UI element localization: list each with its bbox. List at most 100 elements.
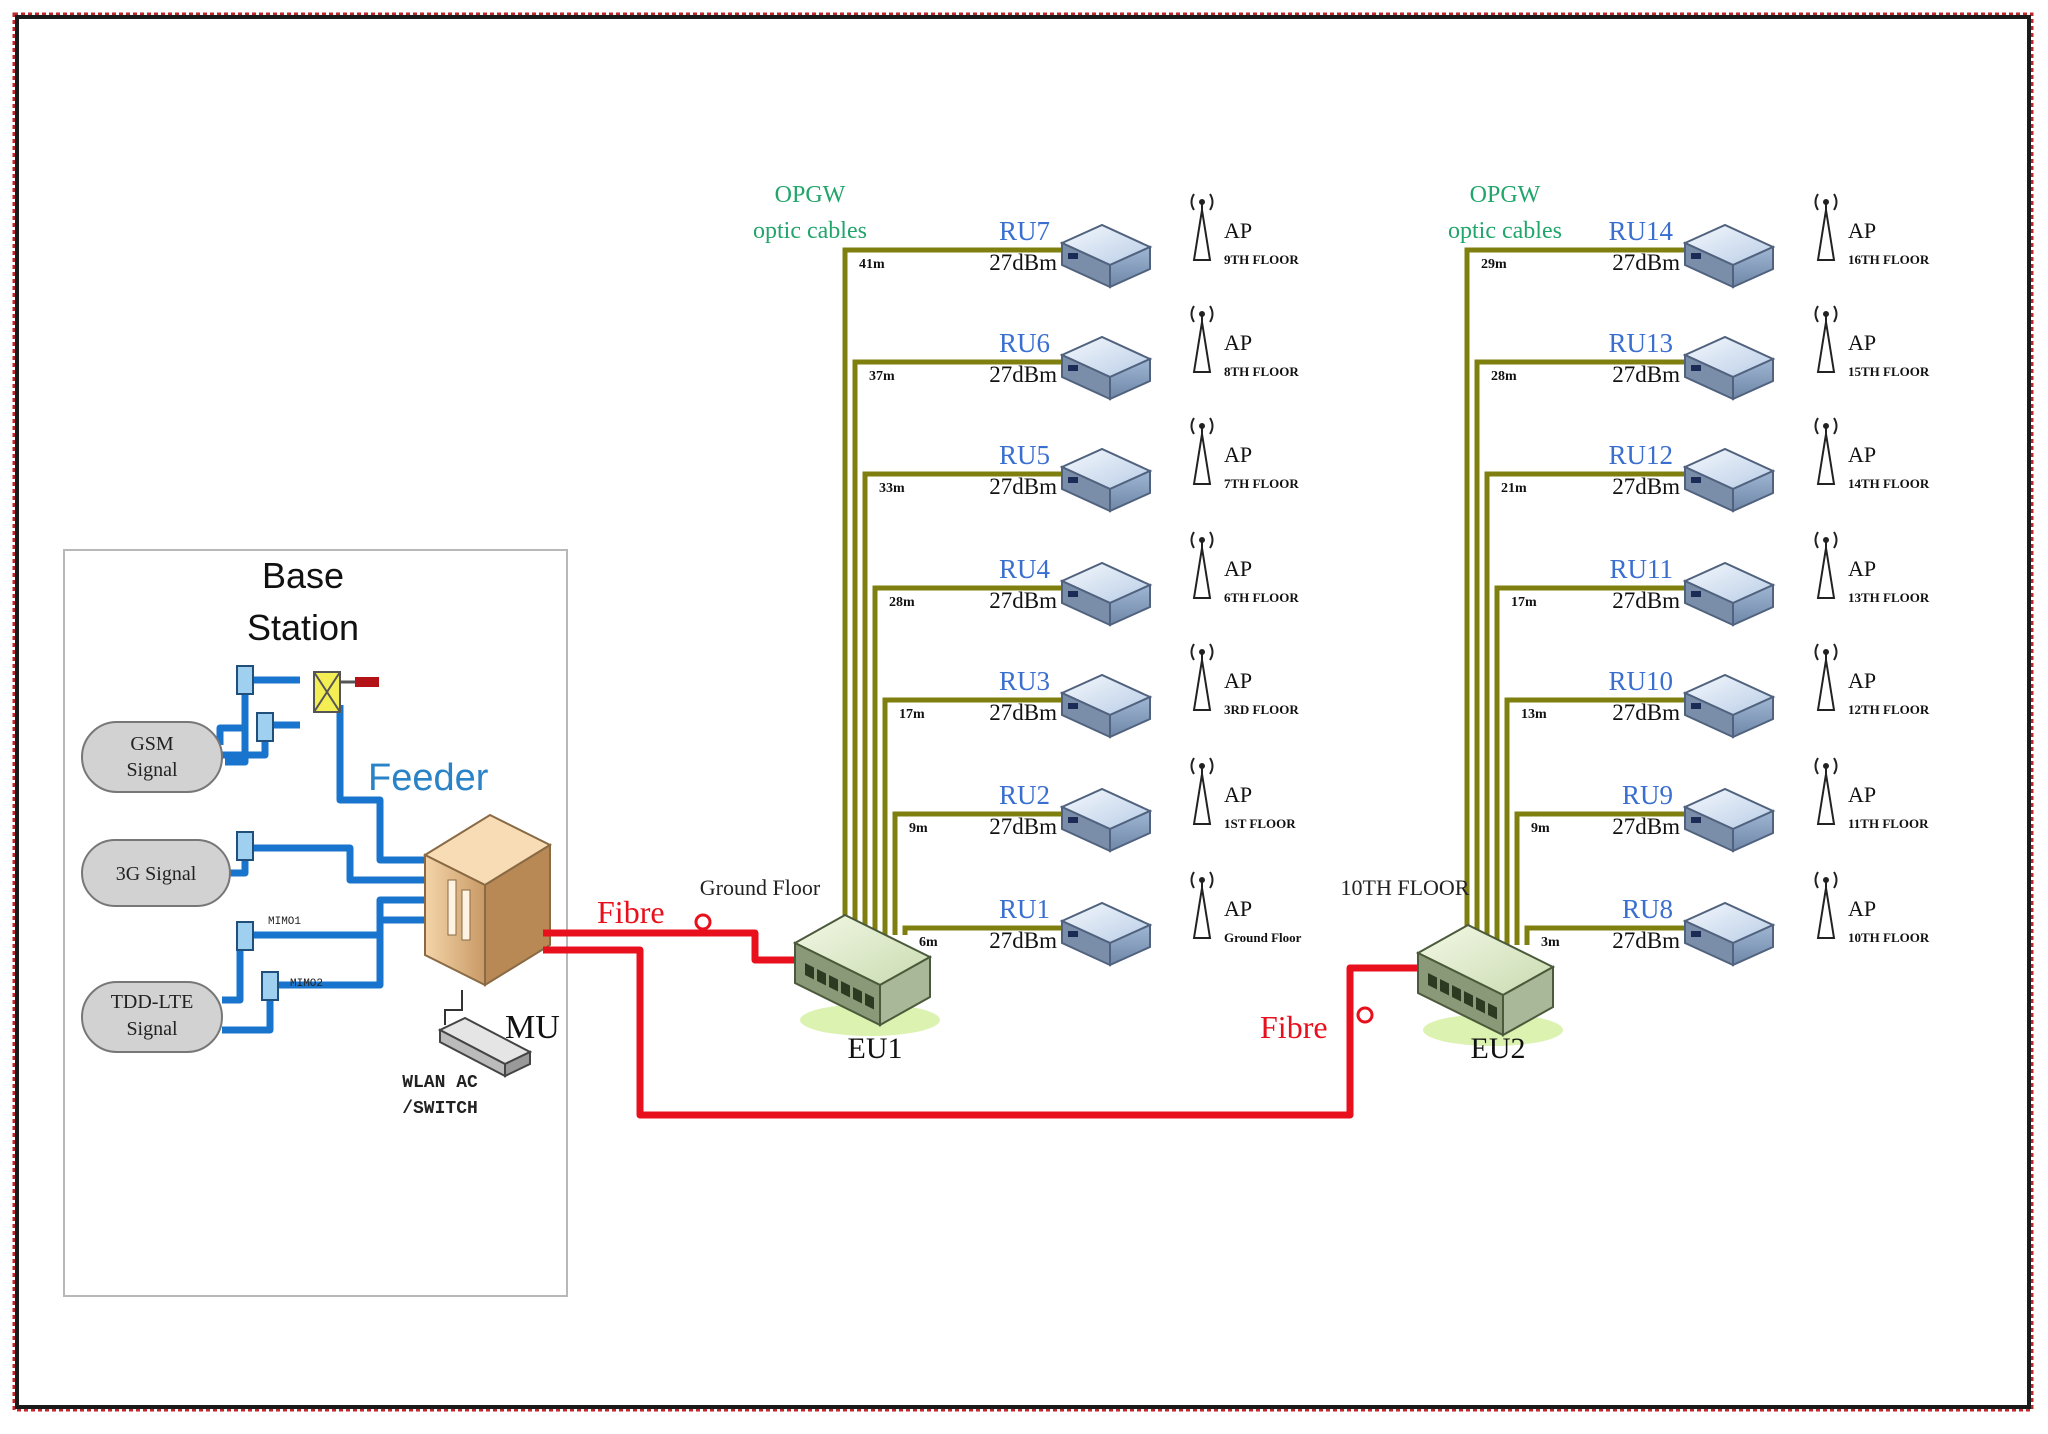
ru-power-ru3: 27dBm: [989, 700, 1057, 725]
feeder-couplers: [236, 665, 379, 1001]
floor-label-ru11: 13TH FLOOR: [1848, 590, 1930, 605]
cable-length-ru14: 29m: [1481, 257, 1507, 272]
ru-name-ru8: RU8: [1622, 894, 1673, 924]
mu-cabinet-icon: [422, 813, 553, 987]
ap-label-ru12: AP: [1848, 442, 1876, 467]
signal-tdd-line1: TDD-LTE: [111, 991, 194, 1013]
cable-length-ru4: 28m: [889, 595, 915, 610]
opgw-cable-ru9: [1514, 811, 1689, 945]
ru-name-ru4: RU4: [999, 554, 1051, 584]
signal-gsm-line1: GSM: [130, 733, 174, 755]
wlan-switch-icon: [437, 1016, 533, 1078]
ap-antenna-icon-ru7: [1190, 193, 1214, 261]
opgw-cable-ru2: [892, 811, 1066, 935]
fibre-label-2: Fibre: [1260, 1009, 1328, 1045]
ru-name-ru2: RU2: [999, 780, 1050, 810]
ru-power-ru4: 27dBm: [989, 588, 1057, 613]
opgw-cable-ru1: [902, 925, 1066, 935]
ru-icon-ru7: [1059, 223, 1153, 289]
eu1-floor-label: Ground Floor: [700, 875, 821, 900]
signal-tdd-line2: Signal: [126, 1018, 178, 1040]
wlan-label-1: WLAN AC: [402, 1073, 478, 1093]
ru-power-ru11: 27dBm: [1612, 588, 1680, 613]
floor-label-ru10: 12TH FLOOR: [1848, 702, 1930, 717]
ap-label-ru2: AP: [1224, 782, 1252, 807]
ru-power-ru7: 27dBm: [989, 250, 1057, 275]
fibre-connector-1: [694, 913, 712, 931]
cable-length-ru6: 37m: [869, 369, 895, 384]
ap-label-ru9: AP: [1848, 782, 1876, 807]
opgw-cable-ru4: [872, 585, 1066, 935]
eu1-opgw-label-2: optic cables: [753, 218, 867, 244]
ap-label-ru5: AP: [1224, 442, 1252, 467]
eu2-name: EU2: [1471, 1032, 1526, 1065]
floor-label-ru13: 15TH FLOOR: [1848, 364, 1930, 379]
floor-label-ru7: 9TH FLOOR: [1224, 252, 1299, 267]
feeder-label: Feeder: [368, 757, 489, 799]
eu1-opgw-label-1: OPGW: [775, 182, 846, 208]
eu2-unit-icon: [1415, 923, 1563, 1046]
eu1-unit-icon: [792, 913, 940, 1036]
ru-power-ru14: 27dBm: [1612, 250, 1680, 275]
signal-tdd-lte: TDD-LTE Signal: [81, 981, 223, 1053]
ap-label-ru1: AP: [1224, 896, 1252, 921]
ap-antenna-icon-ru8: [1814, 871, 1838, 939]
fibre-label-1: Fibre: [597, 894, 665, 930]
opgw-cable-ru8: [1524, 925, 1689, 945]
ru-power-ru6: 27dBm: [989, 362, 1057, 387]
ap-antenna-icon-ru4: [1190, 531, 1214, 599]
ap-antenna-icon-ru11: [1814, 531, 1838, 599]
ap-label-ru3: AP: [1224, 668, 1252, 693]
fibre-connector-2: [1356, 1006, 1374, 1024]
ru-icon-ru9: [1682, 787, 1776, 853]
floor-label-ru5: 7TH FLOOR: [1224, 476, 1299, 491]
ap-label-ru6: AP: [1224, 330, 1252, 355]
cable-length-ru13: 28m: [1491, 369, 1517, 384]
mimo1-label: MIMO1: [268, 916, 301, 928]
outer-frame-inner: [15, 15, 2031, 1409]
opgw-cable-ru14: [1464, 247, 1689, 945]
ap-antenna-icon-ru10: [1814, 643, 1838, 711]
ru-icon-ru6: [1059, 335, 1153, 401]
opgw-cable-ru5: [862, 471, 1066, 935]
ru-power-ru12: 27dBm: [1612, 474, 1680, 499]
ap-label-ru13: AP: [1848, 330, 1876, 355]
ap-antenna-icon-ru1: [1190, 871, 1214, 939]
ru-name-ru5: RU5: [999, 440, 1050, 470]
ap-antenna-icon-ru13: [1814, 305, 1838, 373]
ru-power-ru10: 27dBm: [1612, 700, 1680, 725]
ru-power-ru9: 27dBm: [1612, 814, 1680, 839]
cable-length-ru1: 6m: [919, 935, 938, 950]
mu-label: MU: [505, 1009, 560, 1046]
ap-antenna-icon-ru6: [1190, 305, 1214, 373]
ap-label-ru4: AP: [1224, 556, 1252, 581]
opgw-cable-ru12: [1484, 471, 1689, 945]
cable-length-ru11: 17m: [1511, 595, 1537, 610]
load-terminator: [355, 677, 379, 687]
ru-icon-ru8: [1682, 901, 1776, 967]
cable-length-ru9: 9m: [1531, 821, 1550, 836]
cable-length-ru8: 3m: [1541, 935, 1560, 950]
ap-antenna-icon-ru12: [1814, 417, 1838, 485]
floor-label-ru9: 11TH FLOOR: [1848, 816, 1929, 831]
cable-length-ru3: 17m: [899, 707, 925, 722]
ru-power-ru1: 27dBm: [989, 928, 1057, 953]
floor-label-ru6: 8TH FLOOR: [1224, 364, 1299, 379]
opgw-cable-ru13: [1474, 359, 1689, 945]
opgw-cable-ru7: [842, 247, 1066, 935]
opgw-cable-ru3: [882, 697, 1066, 935]
floor-label-ru8: 10TH FLOOR: [1848, 930, 1930, 945]
eu1-name: EU1: [848, 1032, 903, 1065]
outer-frame: [12, 12, 2034, 1412]
cable-length-ru10: 13m: [1521, 707, 1547, 722]
eu2-floor-label: 10TH FLOOR: [1341, 875, 1470, 900]
floor-label-ru12: 14TH FLOOR: [1848, 476, 1930, 491]
ru-icon-ru13: [1682, 335, 1776, 401]
ap-antenna-icon-ru14: [1814, 193, 1838, 261]
signal-gsm-line2: Signal: [126, 759, 178, 781]
floor-label-ru1: Ground Floor: [1224, 930, 1302, 945]
ru-icon-ru4: [1059, 561, 1153, 627]
